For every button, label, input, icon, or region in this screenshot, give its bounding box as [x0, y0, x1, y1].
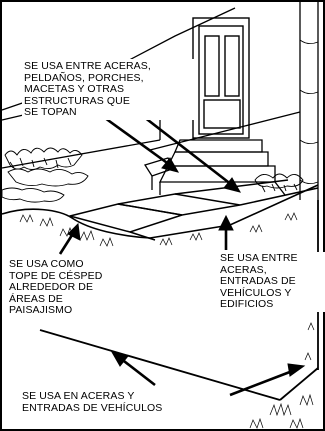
grass-hatching	[19, 212, 315, 429]
porch-steps	[158, 139, 286, 196]
caption-abutting-structures: SE USA ENTRE ACERAS, PELDAÑOS, PORCHES, …	[22, 59, 194, 120]
caption-lawn-edging: SE USA COMO TOPE DE CÉSPED ALREDEDOR DE …	[7, 258, 131, 318]
door-icon	[192, 17, 250, 139]
caption-sidewalk-driveway: SE USA EN ACERAS Y ENTRADAS DE VEHÍCULOS	[20, 390, 194, 415]
pointer-arrows	[58, 108, 306, 397]
caption-sidewalk-building-joint: SE USA ENTRE ACERAS, ENTRADAS DE VEHÍCUL…	[218, 252, 325, 312]
shrubs	[1, 147, 304, 203]
